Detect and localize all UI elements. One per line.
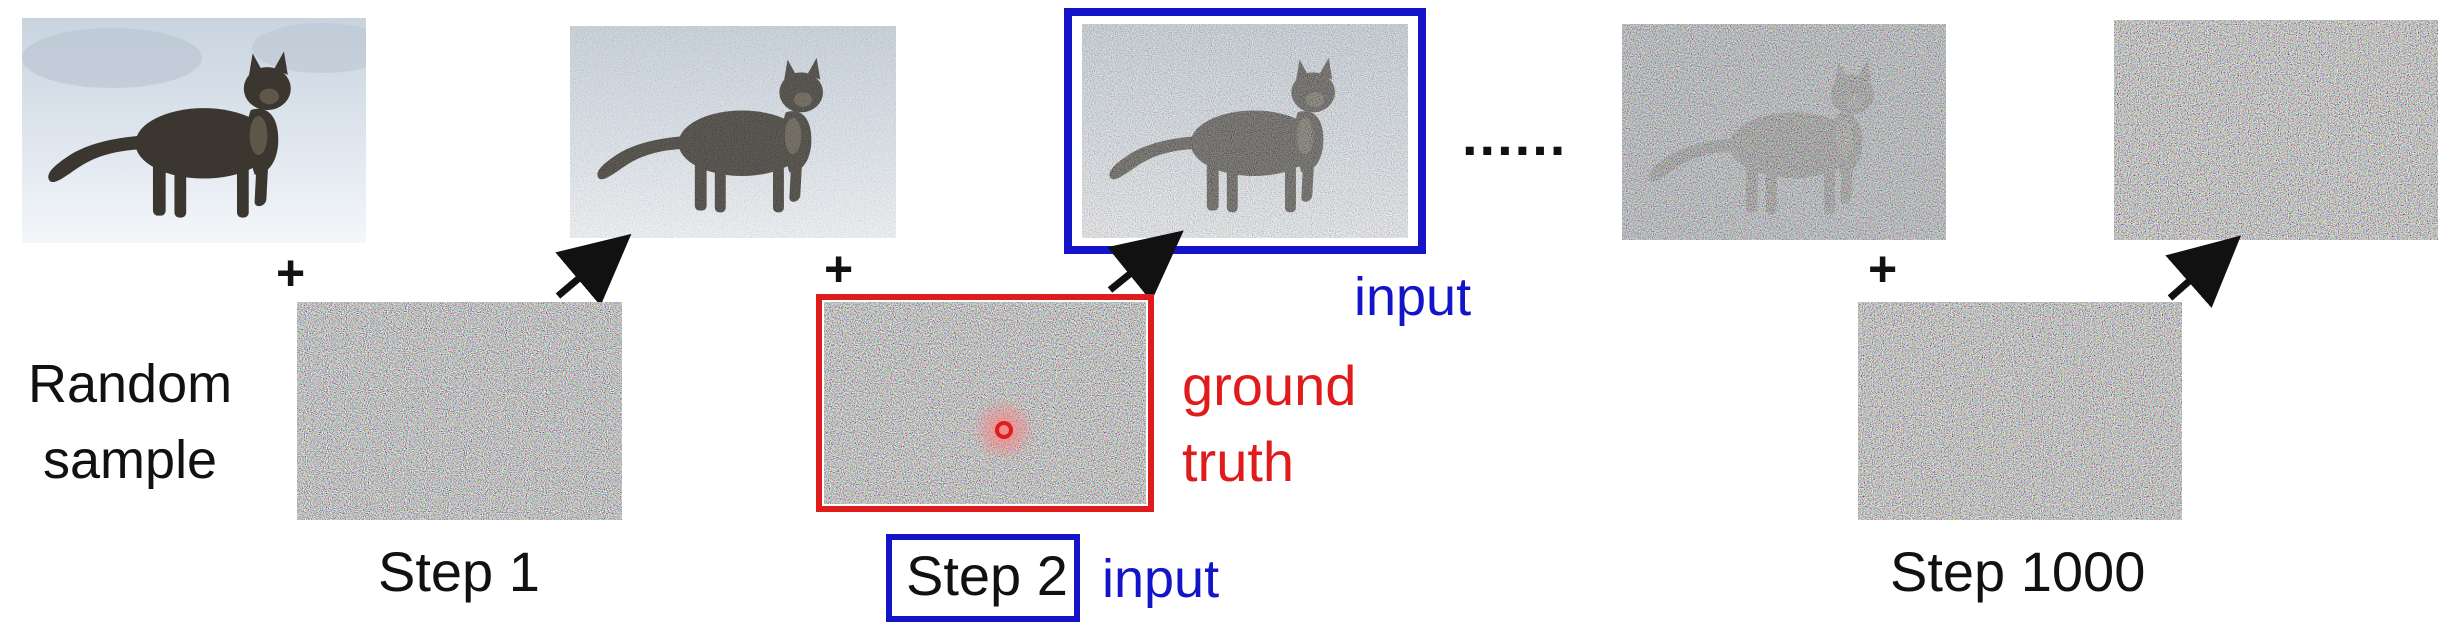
step2-input-frame [1064,8,1426,254]
step2-target-input-tag: input [1102,549,1220,609]
original-cat-image [22,18,366,243]
step2-label: Step 2 [906,544,1068,607]
plus-sign-step1000: + [1868,241,1898,297]
step1000-noise-image [1858,302,2182,520]
step1-noise-image [297,302,622,520]
late-noisy-cat-image [1622,24,1946,240]
final-noise-image [2114,20,2438,240]
step1-noisy-cat-image [570,26,896,238]
ellipsis: ...... [1462,104,1568,167]
plus-sign-step1: + [276,245,306,301]
step1000-label: Step 1000 [1890,540,2146,603]
step2-noisy-cat-image [1082,24,1408,238]
step1-label: Step 1 [378,540,540,603]
arrow-step1000 [2165,235,2242,309]
step2-noise-image [824,302,1146,504]
arrow-step2 [1107,230,1184,302]
random-sample-label: Random sample [28,354,233,490]
step2-label-frame [886,534,1080,622]
step2-input-tag: input [1354,267,1472,327]
plus-sign-step2: + [824,241,854,297]
ground-truth-tag: ground truth [1182,354,1357,493]
arrow-step1 [555,233,632,306]
ground-truth-frame [816,294,1154,512]
